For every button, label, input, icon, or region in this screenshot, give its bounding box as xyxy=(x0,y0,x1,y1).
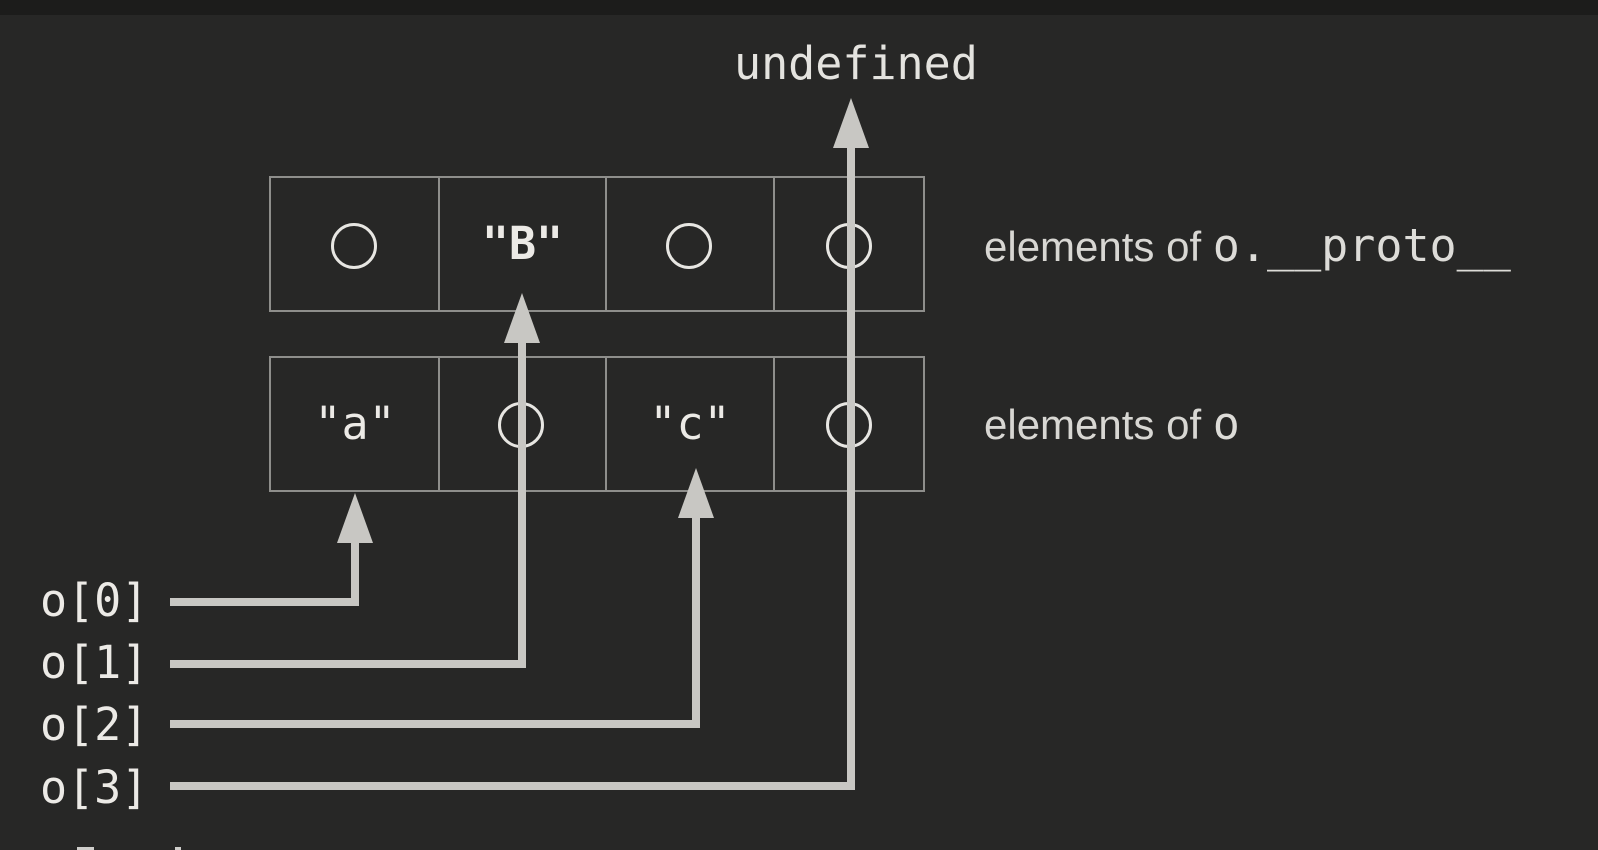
cropped-text-artifact xyxy=(77,847,94,850)
arrowhead-icon-o3 xyxy=(833,98,869,148)
pointer-line-o1 xyxy=(170,660,526,668)
o-row-label-code: o xyxy=(1212,397,1240,450)
undefined-result-label: undefined xyxy=(734,37,978,90)
pointer-line-o0 xyxy=(351,541,359,606)
pointer-line-o3 xyxy=(170,782,855,790)
proto-row-label-prefix: elements of xyxy=(984,223,1213,270)
pointer-label-o2: o[2] xyxy=(40,698,149,751)
pointer-line-o1 xyxy=(518,341,526,668)
empty-ref-circle-icon xyxy=(666,223,712,269)
pointer-line-o2 xyxy=(170,720,700,728)
pointer-line-o3 xyxy=(847,146,855,790)
pointer-line-o0 xyxy=(170,598,359,606)
pointer-label-o3: o[3] xyxy=(40,761,149,814)
cell-divider xyxy=(773,178,775,310)
cell-divider xyxy=(438,358,440,490)
proto-array-box: "B" xyxy=(269,176,925,312)
arrowhead-icon-o0 xyxy=(337,493,373,543)
proto-cell-value-B: "B" xyxy=(481,217,564,270)
o-row-label-prefix: elements of xyxy=(984,401,1213,448)
cell-divider xyxy=(773,358,775,490)
pointer-label-o1: o[1] xyxy=(40,636,149,689)
proto-row-label-code: o.__proto__ xyxy=(1212,219,1511,272)
cell-divider xyxy=(438,178,440,310)
o-cell-value-c: "c" xyxy=(649,397,731,450)
cell-divider xyxy=(605,178,607,310)
proto-row-label: elements of o.__proto__ xyxy=(984,220,1511,272)
arrowhead-icon-o2 xyxy=(678,468,714,518)
cell-divider xyxy=(605,358,607,490)
o-row-label: elements of o xyxy=(984,398,1240,450)
empty-ref-circle-icon xyxy=(331,223,377,269)
pointer-label-o0: o[0] xyxy=(40,574,149,627)
pointer-line-o2 xyxy=(692,516,700,728)
cropped-text-artifact xyxy=(175,847,181,850)
o-array-box: "a" "c" xyxy=(269,356,925,492)
arrowhead-icon-o1 xyxy=(504,293,540,343)
o-cell-value-a: "a" xyxy=(314,397,396,450)
window-top-strip xyxy=(0,0,1598,15)
